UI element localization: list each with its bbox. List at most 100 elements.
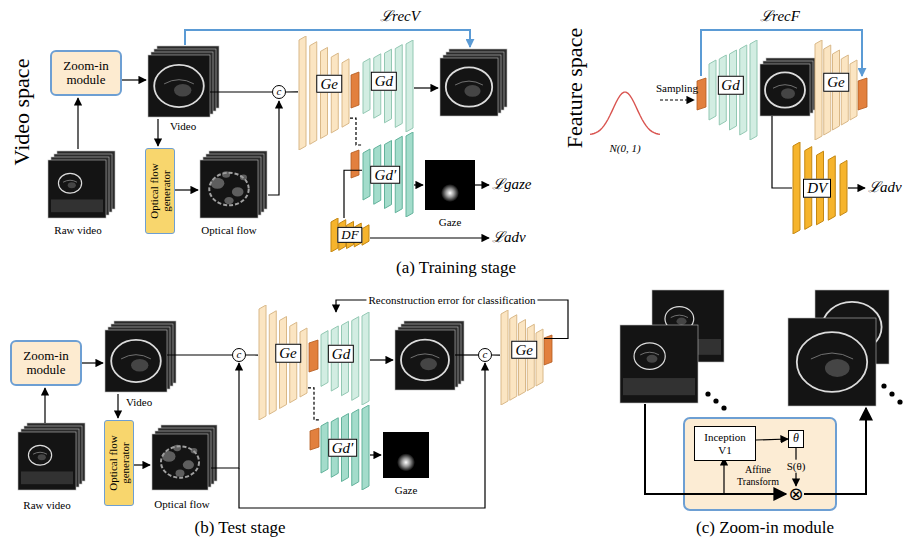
- annotation-label: Raw video: [54, 224, 101, 237]
- node-text: Optical flow generator: [148, 152, 172, 230]
- gaze-map: [425, 160, 475, 210]
- network-block: Gd: [362, 40, 414, 132]
- section-label: Feature space: [562, 28, 587, 148]
- layer-slab: [501, 310, 508, 405]
- block-label: Gd: [717, 76, 743, 95]
- latent-code: [858, 78, 867, 110]
- latent-code: [351, 150, 359, 178]
- flow-arrow: [414, 87, 438, 88]
- video-frames: [200, 151, 267, 218]
- gaze-map: [383, 432, 429, 478]
- tissue-line: [33, 452, 47, 454]
- flow-arrow: [44, 388, 45, 423]
- skull-outline: [154, 65, 204, 107]
- network-block: DV: [792, 142, 848, 234]
- annotation-label: Video: [170, 120, 196, 133]
- tissue: [464, 85, 480, 97]
- concat-circle: c: [232, 348, 246, 362]
- tissue: [38, 454, 46, 460]
- flow-blob: [162, 451, 175, 462]
- connector: [246, 354, 258, 355]
- block-label: Gd′: [328, 438, 358, 457]
- block-label: Ge: [823, 73, 849, 92]
- video-frame: [148, 55, 210, 117]
- skull-outline: [765, 72, 805, 107]
- network-block: Ge: [298, 36, 350, 150]
- process-box: Inception V1: [694, 426, 756, 461]
- network-block: Gd′: [320, 405, 370, 490]
- annotation-label: Optical flow: [154, 498, 209, 511]
- block-label: DV: [803, 179, 831, 198]
- ellipsis-dot: [705, 391, 710, 396]
- connector: [756, 439, 788, 440]
- tissue-line: [164, 80, 194, 84]
- concat-circle: c: [478, 348, 492, 362]
- video-frame: [760, 64, 810, 116]
- video-frame: [620, 325, 698, 403]
- video-frame: [440, 58, 498, 116]
- flow-blob: [210, 178, 224, 189]
- annotation-label: ℒrecF: [760, 8, 800, 25]
- ellipsis-dot: [897, 399, 902, 404]
- flow-blob: [209, 173, 248, 205]
- block-label: Gd: [328, 345, 354, 364]
- layer-slab: [259, 305, 266, 420]
- tissue-line: [671, 315, 688, 317]
- tissue-line: [773, 85, 797, 89]
- gaussian-curve: [590, 92, 660, 134]
- video-frames: [18, 423, 85, 490]
- flow-arrow: [175, 189, 198, 190]
- annotation-label: N(0, 1): [609, 142, 640, 155]
- flow-line: [455, 354, 478, 355]
- node-text: c: [237, 348, 242, 360]
- gaze-ground: [383, 432, 429, 478]
- layer-slab: [536, 329, 543, 386]
- layer-slab: [850, 60, 857, 120]
- video-frame: [152, 434, 208, 490]
- layer-slab: [840, 160, 847, 215]
- speckle: [21, 471, 73, 484]
- layer-slab: [300, 328, 307, 397]
- network-block: DF: [330, 218, 370, 252]
- flow-arrow: [157, 119, 158, 146]
- multiply-symbol: ⊗: [788, 486, 804, 502]
- annotation-label: Sampling: [656, 82, 698, 95]
- tissue-line: [811, 353, 853, 359]
- flow-arrow: [475, 184, 489, 185]
- skull-outline: [634, 343, 665, 370]
- block-label: DF: [337, 227, 362, 243]
- tissue-line: [121, 355, 151, 359]
- video-frame: [18, 432, 76, 490]
- node-text: c: [277, 85, 282, 97]
- flow-blob: [173, 445, 181, 451]
- layer-slab: [362, 405, 369, 490]
- process-box: Zoom-in module: [10, 340, 82, 386]
- network-block: Gd: [320, 312, 370, 405]
- node-text: Inception V1: [700, 431, 750, 455]
- skull-outline: [111, 340, 161, 382]
- annotation-label: ℒadv: [868, 179, 902, 196]
- flow-arrow: [723, 458, 724, 494]
- layer-slab: [362, 225, 369, 245]
- layer-slab: [793, 142, 800, 234]
- annotation-label: Video: [126, 396, 152, 409]
- annotation-label: Raw video: [23, 499, 70, 512]
- connector: [308, 388, 320, 420]
- generator-box: Optical flow generator: [145, 148, 175, 234]
- video-frames: [48, 151, 115, 218]
- flow-line: [772, 116, 792, 188]
- block-label: Gd: [371, 72, 397, 91]
- flow-line: [210, 91, 272, 92]
- layer-slab: [342, 59, 349, 127]
- layer-slab: [406, 132, 413, 217]
- layer-slab: [709, 60, 716, 120]
- video-frames: [105, 321, 176, 392]
- tissue-line: [411, 354, 440, 358]
- video-frame: [788, 318, 876, 406]
- layer-slab: [750, 40, 757, 140]
- tissue: [420, 358, 437, 370]
- node-text: θ: [793, 432, 799, 445]
- tissue: [647, 355, 658, 363]
- flow-arrow: [645, 404, 786, 494]
- flow-blob: [232, 187, 244, 196]
